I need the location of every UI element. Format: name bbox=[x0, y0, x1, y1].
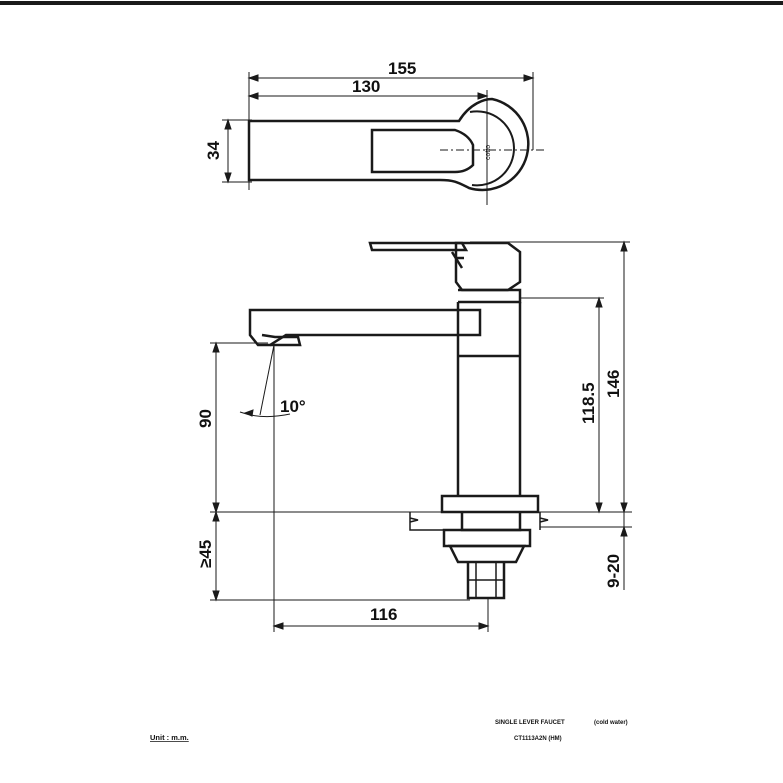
side-view-dimensions bbox=[210, 240, 632, 632]
dim-label-90: 90 bbox=[196, 409, 215, 428]
brand-mark: cotto bbox=[485, 145, 492, 160]
dim-label-angle: 10° bbox=[280, 397, 306, 416]
dim-label-146: 146 bbox=[604, 370, 623, 398]
faucet-side-body bbox=[248, 241, 549, 600]
product-name: SINGLE LEVER FAUCET bbox=[495, 720, 565, 726]
dim-label-155: 155 bbox=[388, 59, 416, 78]
plan-view bbox=[222, 72, 545, 205]
dim-label-below-deck: ≥45 bbox=[196, 540, 215, 568]
dim-label-116: 116 bbox=[370, 605, 397, 624]
dim-label-deck-thickness: 9-20 bbox=[604, 554, 623, 588]
dim-label-118-5: 118.5 bbox=[579, 382, 598, 424]
plan-body bbox=[247, 97, 530, 192]
model-number: CT1113A2N (HM) bbox=[514, 736, 562, 742]
product-note: (cold water) bbox=[594, 720, 628, 726]
dim-label-130: 130 bbox=[352, 77, 380, 96]
unit-label: Unit : m.m. bbox=[150, 733, 189, 742]
dim-label-34: 34 bbox=[204, 141, 223, 160]
